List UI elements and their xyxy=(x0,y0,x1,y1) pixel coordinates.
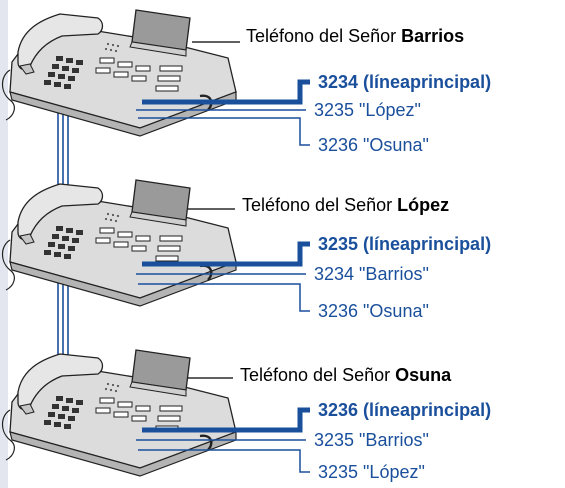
wires-lopez xyxy=(136,241,310,312)
phone-lopez-primary-line: 3235 (líneaprincipal) xyxy=(318,234,492,254)
phone-barrios-primary-line: 3234 (líneaprincipal) xyxy=(318,72,492,92)
phone-barrios-illustration xyxy=(1,8,238,138)
phone-lopez-title-prefix: Teléfono del Señor xyxy=(242,195,398,215)
phone-lopez-secondary-line-1: 3234 "Barrios" xyxy=(314,264,429,284)
wire-secondary-osuna-2 xyxy=(138,449,310,473)
side-bar xyxy=(0,0,8,488)
wires-barrios xyxy=(136,79,310,146)
phone-osuna-owner: Osuna xyxy=(395,365,452,385)
wire-primary-lopez xyxy=(142,241,310,267)
phone-barrios-owner: Barrios xyxy=(401,26,465,46)
phone-osuna-primary-line: 3236 (líneaprincipal) xyxy=(318,400,492,420)
phone-osuna-illustration xyxy=(1,348,238,478)
phone-osuna-secondary-line-2: 3235 "López" xyxy=(318,462,425,482)
phone-barrios-title-prefix: Teléfono del Señor xyxy=(246,26,402,46)
phone-barrios-secondary-line-1: 3235 "López" xyxy=(314,100,421,120)
phone-osuna-secondary-line-1: 3235 "Barrios" xyxy=(314,430,429,450)
phone-osuna-title: Teléfono del Señor Osuna xyxy=(240,366,451,384)
phone-osuna-title-prefix: Teléfono del Señor xyxy=(240,365,396,385)
phone-lopez-title: Teléfono del Señor López xyxy=(242,196,449,214)
phone-lopez-illustration xyxy=(1,178,238,308)
wire-primary-osuna xyxy=(142,407,310,433)
wire-primary-barrios xyxy=(142,79,310,105)
wire-secondary-lopez-2 xyxy=(138,283,310,312)
wire-secondary-barrios-2 xyxy=(138,117,310,146)
phone-barrios-title: Teléfono del Señor Barrios xyxy=(246,27,464,45)
phone-lopez-secondary-line-2: 3236 "Osuna" xyxy=(318,301,429,321)
phone-barrios-secondary-line-2: 3236 "Osuna" xyxy=(318,135,429,155)
phone-lopez-owner: López xyxy=(397,195,450,215)
wires-osuna xyxy=(136,407,310,473)
